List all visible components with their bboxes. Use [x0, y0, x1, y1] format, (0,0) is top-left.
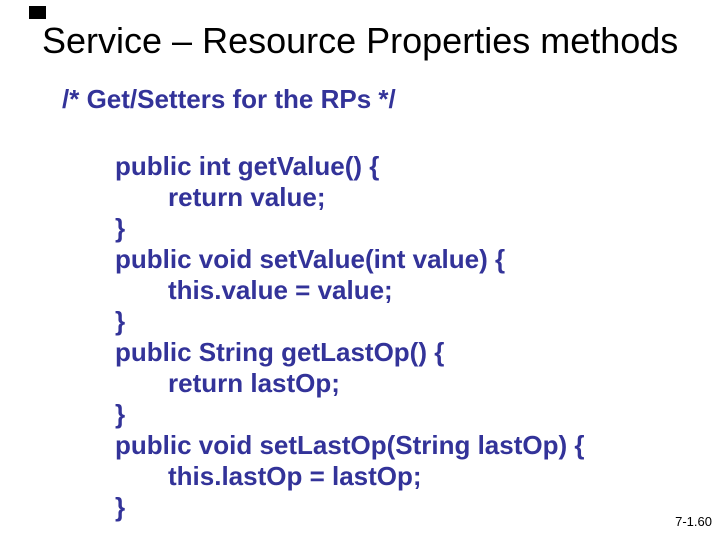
code-line: this.value = value; — [168, 275, 393, 305]
decorative-square — [29, 6, 46, 19]
code-line: public void setValue(int value) { — [115, 244, 506, 274]
code-line: this.lastOp = lastOp; — [168, 461, 422, 491]
code-line: } — [115, 306, 126, 336]
code-line: return value; — [168, 182, 326, 212]
code-line: public int getValue() { — [115, 151, 380, 181]
code-line: public void setLastOp(String lastOp) { — [115, 430, 585, 460]
code-line: public String getLastOp() { — [115, 337, 445, 367]
code-line: return lastOp; — [168, 368, 340, 398]
code-comment: /* Get/Setters for the RPs */ — [62, 84, 396, 114]
slide-title: Service – Resource Properties methods — [42, 20, 679, 61]
code-line: } — [115, 399, 126, 429]
code-block: public int getValue() {return value;}pub… — [115, 151, 585, 523]
page-number: 7-1.60 — [675, 514, 712, 529]
code-line: } — [115, 213, 126, 243]
code-line: } — [115, 492, 126, 522]
